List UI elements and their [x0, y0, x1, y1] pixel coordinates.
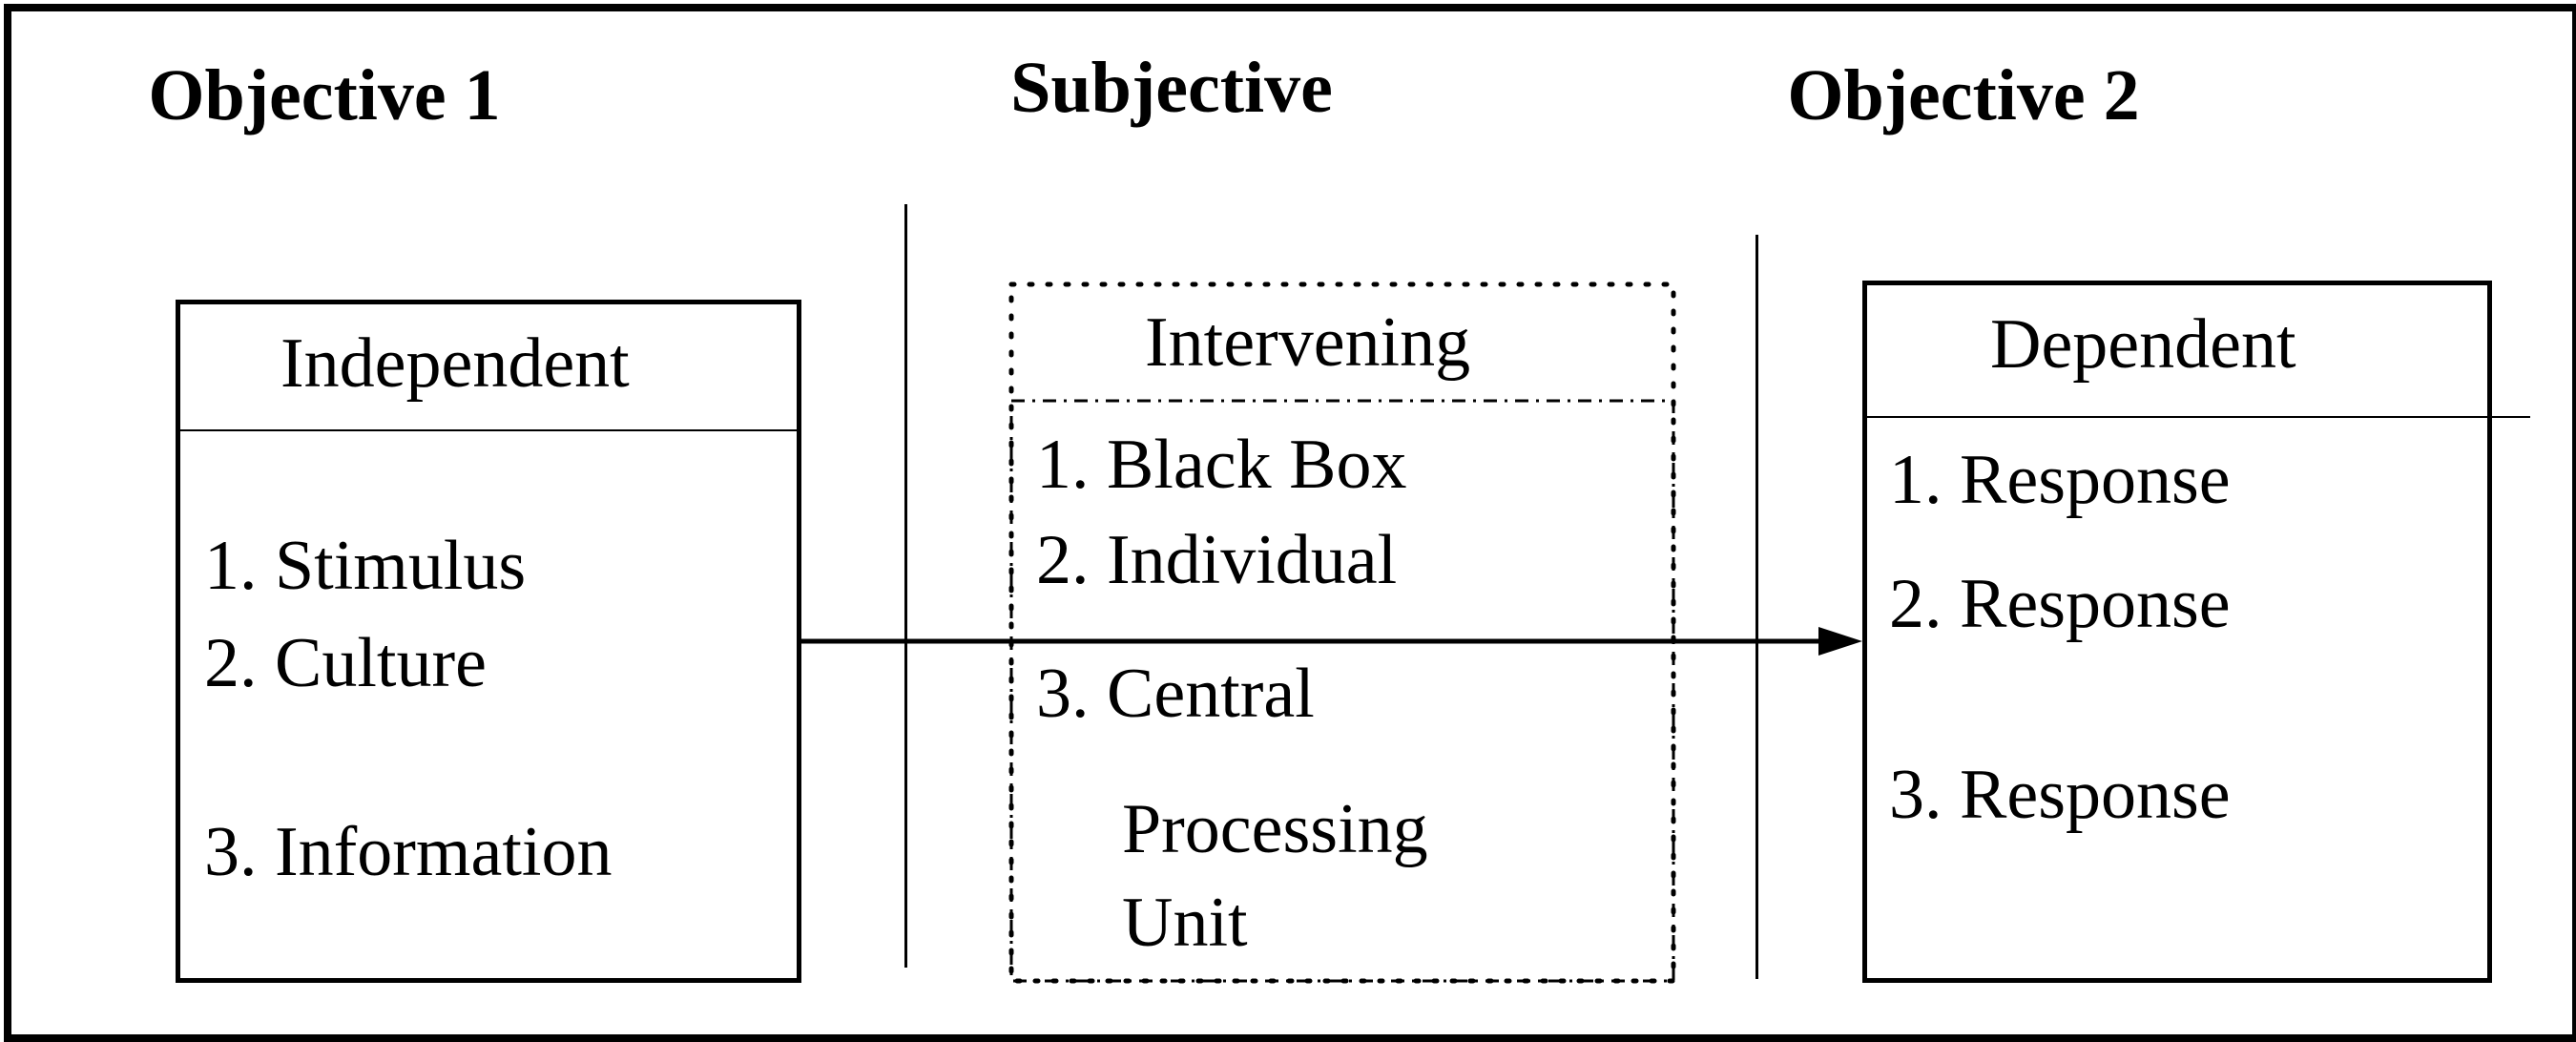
independent-item-3: 3. Information: [204, 813, 613, 891]
independent-item-1: 1. Stimulus: [204, 527, 527, 605]
dependent-title-divider: [1866, 416, 2530, 418]
independent-title-divider: [179, 429, 798, 431]
dependent-box: [1862, 281, 2492, 983]
intervening-title: Intervening: [1145, 303, 1471, 382]
independent-title: Independent: [280, 324, 630, 403]
divider-right: [1755, 235, 1758, 979]
intervening-item-1: 1. Black Box: [1036, 426, 1407, 504]
dependent-title: Dependent: [1990, 305, 2296, 384]
heading-subjective: Subjective: [1010, 48, 1333, 128]
intervening-item-3-line-3: Unit: [1122, 884, 1248, 962]
intervening-item-3-line-2: Processing: [1122, 790, 1428, 868]
heading-objective-2: Objective 2: [1787, 55, 2140, 135]
dependent-item-1: 1. Response: [1889, 441, 2231, 519]
independent-item-2: 2. Culture: [204, 624, 487, 702]
heading-objective-1: Objective 1: [148, 55, 501, 135]
dependent-item-2: 2. Response: [1889, 565, 2231, 643]
independent-box: [176, 300, 801, 983]
dependent-item-3: 3. Response: [1889, 756, 2231, 834]
divider-left: [904, 204, 907, 968]
intervening-item-3: 3. Central: [1036, 655, 1315, 733]
intervening-item-2: 2. Individual: [1036, 521, 1398, 599]
